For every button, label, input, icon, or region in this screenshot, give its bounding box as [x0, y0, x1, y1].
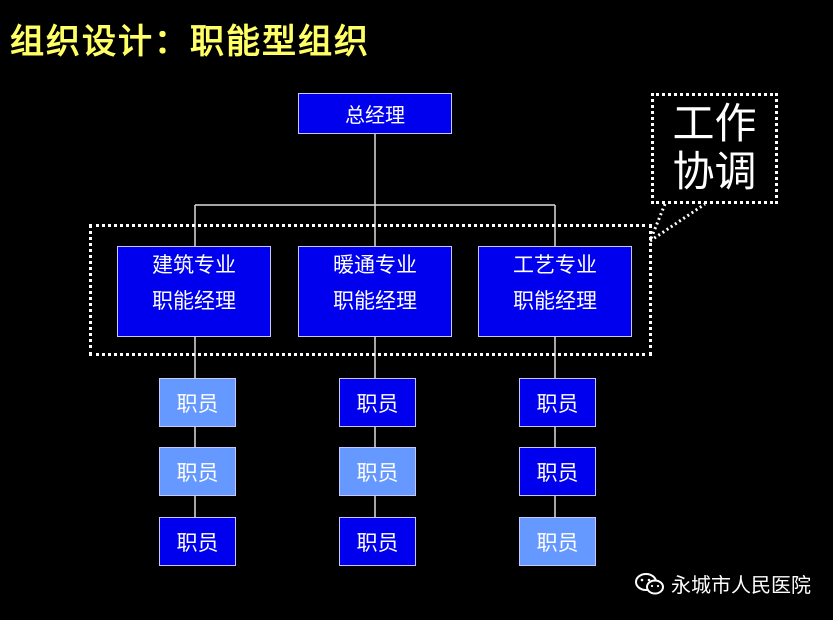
general-manager-box: 总经理	[298, 93, 452, 134]
callout-line2: 协调	[672, 147, 757, 196]
staff-label: 职员	[536, 460, 579, 485]
staff-box: 职员	[339, 517, 416, 566]
staff-label: 职员	[536, 391, 579, 416]
work-coordination-callout: 工作 协调	[651, 93, 778, 204]
staff-label: 职员	[356, 530, 399, 555]
manager-box-architecture: 建筑专业 职能经理	[117, 246, 271, 337]
staff-box: 职员	[519, 447, 596, 496]
general-manager-label: 总经理	[345, 103, 405, 127]
manager-box-hvac: 暖通专业 职能经理	[298, 246, 452, 337]
callout-line1: 工作	[672, 99, 757, 148]
staff-box: 职员	[159, 378, 236, 427]
staff-box: 职员	[339, 378, 416, 427]
staff-label: 职员	[176, 530, 219, 555]
manager-label-line2: 职能经理	[333, 289, 417, 313]
watermark: 永城市人民医院	[635, 569, 811, 598]
wechat-icon	[635, 572, 664, 594]
manager-label-line2: 职能经理	[152, 289, 236, 313]
staff-label: 职员	[176, 460, 219, 485]
watermark-text: 永城市人民医院	[671, 573, 811, 597]
coordination-group-border	[89, 224, 652, 356]
manager-label-line2: 职能经理	[513, 289, 597, 313]
manager-label-line1: 工艺专业	[513, 253, 597, 277]
staff-box: 职员	[519, 378, 596, 427]
staff-box: 职员	[519, 517, 596, 566]
staff-label: 职员	[176, 391, 219, 416]
manager-label-line1: 建筑专业	[152, 253, 236, 277]
staff-box: 职员	[339, 447, 416, 496]
staff-label: 职员	[356, 460, 399, 485]
manager-box-process: 工艺专业 职能经理	[478, 246, 632, 337]
staff-box: 职员	[159, 517, 236, 566]
manager-label-line1: 暖通专业	[333, 253, 417, 277]
staff-label: 职员	[356, 391, 399, 416]
staff-label: 职员	[536, 530, 579, 555]
slide-title: 组织设计：职能型组织	[10, 22, 370, 62]
staff-box: 职员	[159, 447, 236, 496]
